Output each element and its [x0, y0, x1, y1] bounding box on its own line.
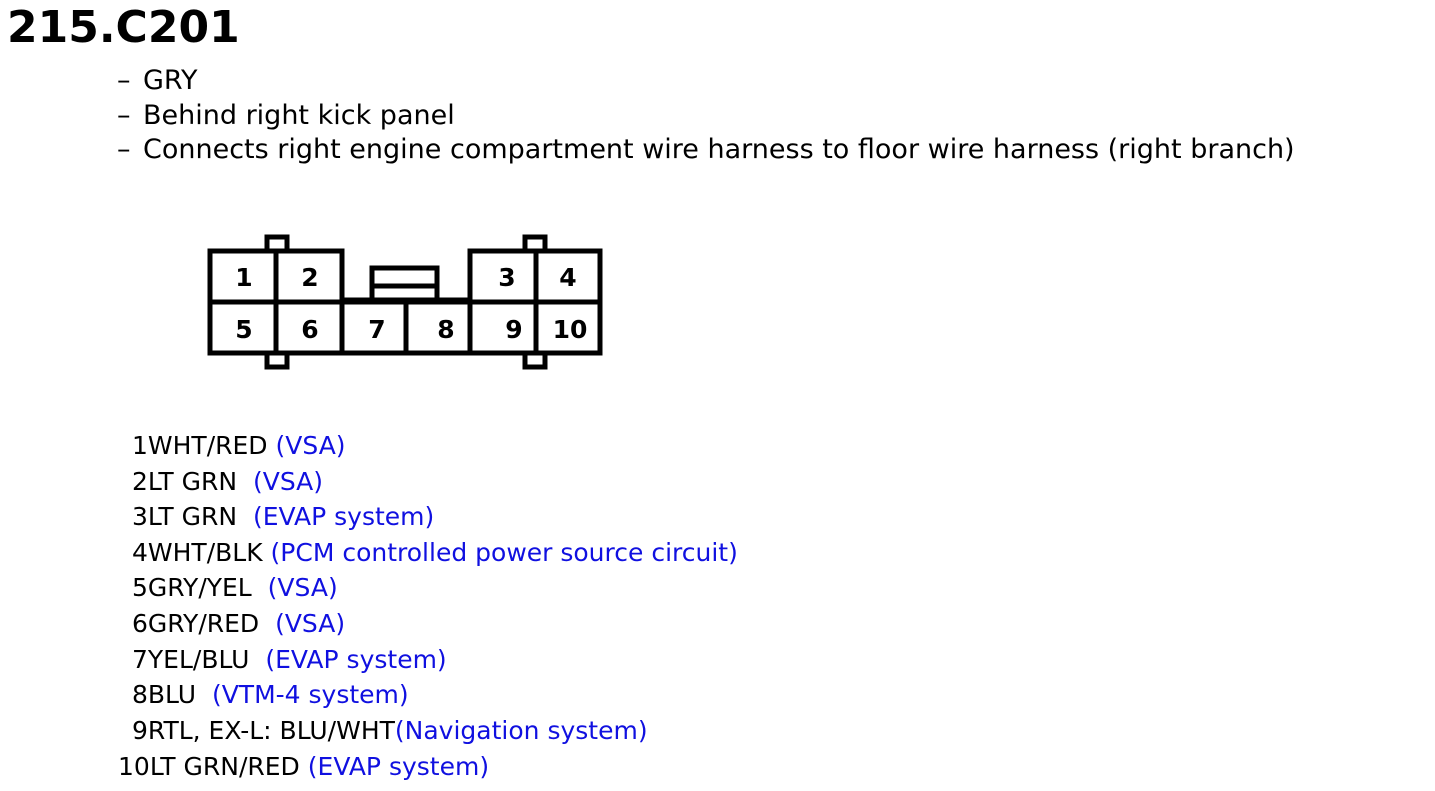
pin-wire: WHT/BLK — [147, 538, 263, 567]
cavity-label: 6 — [301, 315, 318, 344]
center-key — [369, 265, 440, 298]
pin-row: 1WHT/RED (VSA) — [132, 430, 346, 462]
pin-row: 10LT GRN/RED (EVAP system) — [118, 751, 489, 783]
pin-number: 3 — [132, 502, 148, 531]
pin-number: 1 — [132, 431, 148, 460]
pin-row: 5GRY/YEL (VSA) — [132, 572, 338, 604]
pin-wire: RTL, EX-L: BLU/WHT — [147, 716, 395, 745]
connector-notes: –GRY –Behind right kick panel –Connects … — [117, 64, 1295, 168]
pin-description: (PCM controlled power source circuit) — [270, 538, 738, 567]
pin-wire: LT GRN/RED — [149, 752, 300, 781]
pin-number: 6 — [132, 609, 148, 638]
note-color: GRY — [143, 65, 198, 96]
pin-row: 3LT GRN (EVAP system) — [132, 501, 434, 533]
cavity-label: 3 — [498, 263, 515, 292]
pin-description: (VSA) — [275, 431, 346, 460]
pin-list: 1WHT/RED (VSA) 2LT GRN (VSA) 3LT GRN (EV… — [0, 426, 900, 791]
pin-row: 9RTL, EX-L: BLU/WHT(Navigation system) — [132, 715, 648, 747]
pin-description: (EVAP system) — [265, 645, 447, 674]
pin-row: 8BLU (VTM-4 system) — [132, 679, 409, 711]
note-dash: – — [117, 134, 131, 165]
pin-description: (VSA) — [275, 609, 346, 638]
note-connection: Connects right engine compartment wire h… — [143, 134, 1295, 165]
pin-number: 10 — [118, 752, 150, 781]
pin-description: (VSA) — [267, 573, 338, 602]
pin-description: (EVAP system) — [252, 502, 435, 531]
pin-row: 2LT GRN (VSA) — [132, 466, 323, 498]
pin-wire: LT GRN — [147, 502, 238, 531]
pin-wire: YEL/BLU — [147, 645, 250, 674]
pin-wire: WHT/RED — [147, 431, 268, 460]
note-location: Behind right kick panel — [143, 99, 455, 131]
pin-row: 4WHT/BLK (PCM controlled power source ci… — [132, 537, 738, 569]
note-dash: – — [117, 65, 131, 96]
cavity-label: 9 — [505, 315, 522, 344]
pin-description: (Navigation system) — [394, 716, 648, 745]
pin-number: 7 — [132, 645, 148, 674]
cavity-label: 7 — [368, 315, 385, 344]
cavity-label: 2 — [301, 263, 318, 292]
connector-title: 215.C201 — [7, 2, 240, 53]
cavity-label: 4 — [559, 263, 576, 292]
pin-wire: GRY/RED — [147, 609, 260, 638]
pin-number: 5 — [132, 573, 148, 602]
note-item: –GRY — [117, 64, 1295, 99]
cavity-label: 10 — [553, 315, 588, 344]
cavity-dividers — [210, 251, 600, 353]
pin-wire: LT GRN — [147, 467, 238, 496]
cavity-label: 8 — [437, 315, 454, 344]
pin-number: 4 — [132, 538, 148, 567]
cavity-label: 5 — [235, 315, 252, 344]
note-dash: – — [117, 99, 131, 131]
pin-number: 2 — [132, 467, 148, 496]
pin-description: (VTM-4 system) — [211, 680, 409, 709]
pin-wire: BLU — [147, 680, 197, 709]
pin-description: (EVAP system) — [307, 752, 490, 781]
note-item: –Behind right kick panel — [117, 99, 1295, 134]
pin-number: 8 — [132, 680, 148, 709]
pin-description: (VSA) — [252, 467, 324, 496]
pin-wire: GRY/YEL — [147, 573, 252, 602]
cavity-label: 1 — [235, 263, 252, 292]
pin-row: 7YEL/BLU (EVAP system) — [132, 644, 447, 676]
pin-number: 9 — [132, 716, 148, 745]
connector-face-diagram: 1 2 3 4 5 6 7 8 9 10 — [207, 234, 603, 370]
note-item: –Connects right engine compartment wire … — [117, 133, 1295, 168]
pin-row: 6GRY/RED (VSA) — [132, 608, 345, 640]
